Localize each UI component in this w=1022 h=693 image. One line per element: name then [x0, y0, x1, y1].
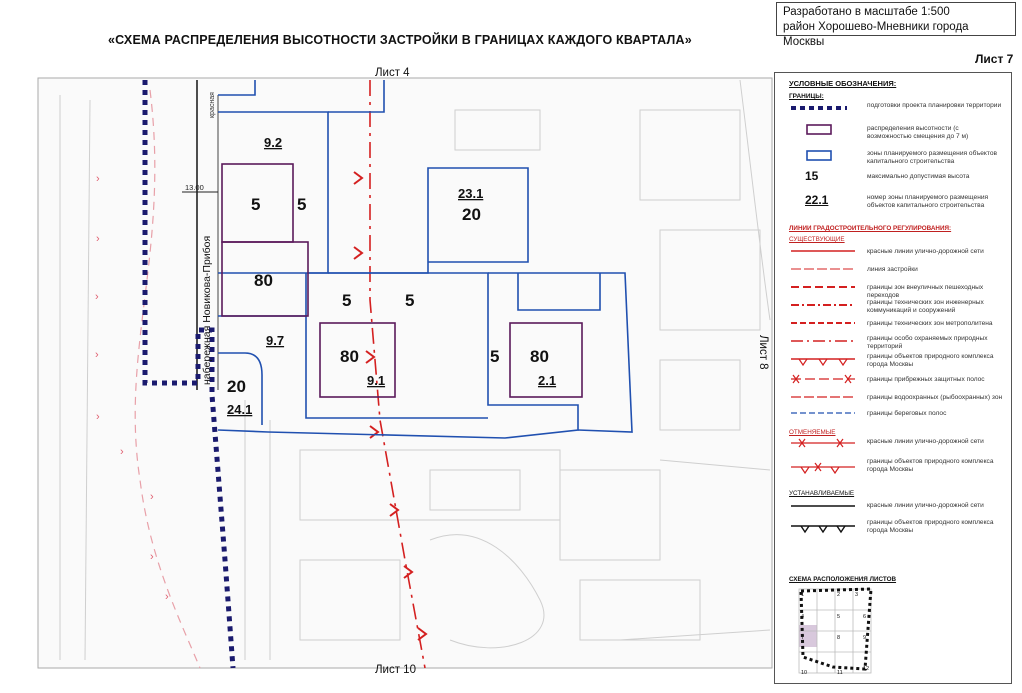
legend-title: УСЛОВНЫЕ ОБОЗНАЧЕНИЯ:: [789, 79, 897, 88]
height-value: 5: [405, 291, 414, 310]
legend-existing-head: СУЩЕСТВУЮЩИЕ: [789, 236, 845, 243]
legend-established-head: УСТАНАВЛИВАЕМЫЕ: [789, 490, 855, 497]
project-boundary: [142, 80, 236, 669]
zone-number: 9.2: [264, 135, 282, 150]
legend-item: границы зон внеуличных пешеходных перехо…: [867, 284, 984, 299]
height-value: 5: [342, 291, 351, 310]
stamp-district: район Хорошево-Мневники города Москвы: [783, 21, 969, 48]
height-blocks: [221, 163, 583, 398]
legend-item: подготовки проекта планировки территории: [867, 102, 1002, 109]
legend-item: границы объектов природного комплекса го…: [867, 519, 994, 534]
sheet-cell: 4: [801, 614, 805, 620]
zone-number: 9.1: [367, 373, 385, 388]
scale-stamp: Разработано в масштабе 1:500 район Хорош…: [776, 2, 1016, 48]
svg-text:›: ›: [150, 551, 154, 563]
sheet-cell: 5: [837, 614, 841, 620]
sheet-cell: 7: [801, 635, 805, 641]
legend-item: границы особо охраняемых природных терри…: [867, 335, 988, 350]
height-value: 20: [462, 205, 481, 224]
legend-item: границы береговых полос: [867, 410, 947, 417]
svg-text:›: ›: [96, 233, 100, 245]
legend-item: красные линии улично-дорожной сети: [867, 438, 984, 445]
height-value: 20: [227, 377, 246, 396]
legend-symbol-zone: [806, 150, 832, 161]
sheet-right-label: Лист 8: [757, 335, 769, 370]
natural-boundary-markers: › › › › › › › › ›: [95, 173, 169, 603]
legend-item: границы объектов природного комплекса го…: [867, 353, 994, 368]
sheet-cell: 9: [863, 635, 867, 641]
legend-item: линия застройки: [867, 266, 918, 273]
svg-text:›: ›: [165, 591, 169, 603]
legend-symbol-height: [806, 124, 832, 135]
page-title: «СХЕМА РАСПРЕДЕЛЕНИЯ ВЫСОТНОСТИ ЗАСТРОЙК…: [108, 33, 692, 47]
legend-cancelled-symbols: [791, 438, 855, 475]
legend-item: красные линии улично-дорожной сети: [867, 502, 984, 509]
height-values: 5 5 80 5 5 5 20 80 80 20: [227, 195, 549, 396]
legend-zone-sample: 22.1: [805, 193, 829, 207]
legend-item: границы технических зон инженерных комму…: [867, 299, 984, 314]
sheet-cell: 6: [863, 614, 867, 620]
legend-item: красные линии улично-дорожной сети: [867, 248, 984, 255]
sheet-cell: 10: [801, 670, 808, 676]
zone-number: 23.1: [458, 186, 483, 201]
svg-text:›: ›: [120, 446, 124, 458]
sheet-cell: 1: [801, 592, 805, 598]
legend-item: номер зоны планируемого размещения объек…: [867, 194, 989, 209]
legend-item: границы технических зон метрополитена: [867, 320, 993, 327]
legend-cancelled-head: ОТМЕНЯЕМЫЕ: [789, 429, 836, 436]
red-boundary-line: [369, 80, 426, 669]
sheet-layout-diagram: [798, 587, 873, 674]
height-value: 5: [490, 347, 499, 366]
height-value: 80: [340, 347, 359, 366]
legend-item: границы прибрежных защитных полос: [867, 376, 985, 383]
red-boundary-markers: [353, 171, 428, 641]
legend-panel: УСЛОВНЫЕ ОБОЗНАЧЕНИЯ: ГРАНИЦЫ: подготовк…: [774, 72, 1012, 684]
street-label: набережная Новикова-Прибоя: [201, 236, 213, 385]
dimension-label: 13.00: [185, 183, 204, 192]
sheet-cell: 8: [837, 635, 841, 641]
height-value: 80: [254, 271, 273, 290]
height-value: 5: [297, 195, 306, 214]
zone-number: 24.1: [227, 402, 252, 417]
sheet-cell: 2: [837, 592, 841, 598]
sheet-number: Лист 7: [975, 52, 1014, 66]
legend-item: границы объектов природного комплекса го…: [867, 458, 994, 473]
height-value: 80: [530, 347, 549, 366]
legend-item: границы водоохранных (рыбоохранных) зон: [867, 394, 1003, 401]
height-value: 5: [251, 195, 260, 214]
legend-symbol-project: [791, 106, 847, 110]
zone-number: 9.7: [266, 333, 284, 348]
topo-background: [59, 79, 771, 661]
svg-text:›: ›: [96, 411, 100, 423]
sheet-cell: 11: [837, 670, 843, 676]
stamp-scale: Разработано в масштабе 1:500: [783, 6, 950, 18]
sheet-top-label: Лист 4: [375, 67, 410, 79]
legend-item: зоны планируемого размещения объектов ка…: [867, 150, 997, 165]
legend-height-sample: 15: [805, 169, 819, 183]
sheet-cell: 3: [855, 592, 859, 598]
svg-text:›: ›: [96, 173, 100, 185]
legend-boundaries-head: ГРАНИЦЫ:: [789, 93, 824, 100]
svg-text:›: ›: [95, 349, 99, 361]
svg-text:›: ›: [95, 291, 99, 303]
legend-item: распределения высотности (с возможностью…: [867, 125, 969, 140]
legend-established-symbols: [791, 505, 855, 534]
legend-existing-symbols: [791, 250, 855, 414]
natural-boundary-line: [134, 89, 201, 669]
legend-reg-head: ЛИНИИ ГРАДОСТРОИТЕЛЬНОГО РЕГУЛИРОВАНИЯ:: [789, 225, 952, 232]
sheet-cell: 12: [863, 666, 870, 672]
zone-numbers: 9.2 23.1 9.7 9.1 2.1 24.1: [227, 135, 556, 417]
zone-number: 2.1: [538, 373, 556, 388]
legend-item: максимально допустимая высота: [867, 173, 970, 180]
red-line-label: красная: [209, 92, 216, 118]
svg-text:›: ›: [150, 491, 154, 503]
sheet-bottom-label: Лист 10: [375, 664, 416, 676]
legend-layout-head: СХЕМА РАСПОЛОЖЕНИЯ ЛИСТОВ: [789, 576, 897, 583]
